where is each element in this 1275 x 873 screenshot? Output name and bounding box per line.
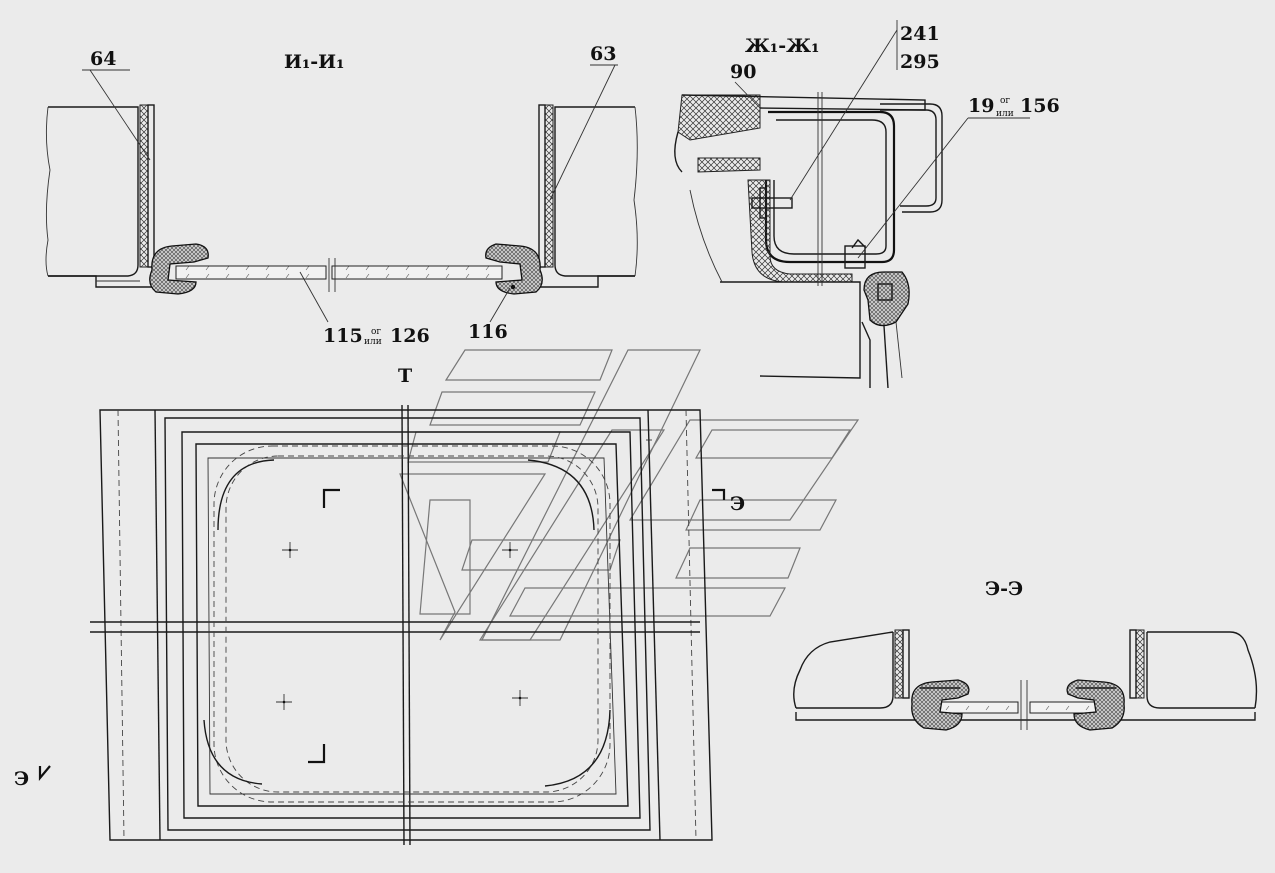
section-i1-title: И₁-И₁ bbox=[284, 51, 344, 73]
leaders-zh1 bbox=[734, 20, 1030, 259]
callout-115-og: ог bbox=[371, 327, 381, 337]
watermark-logo bbox=[399, 349, 860, 641]
section-zh1-view bbox=[674, 92, 943, 389]
leaders-i1 bbox=[82, 64, 618, 323]
cut-e-left-marker: Э bbox=[14, 768, 29, 790]
callout-90: 90 bbox=[730, 61, 756, 83]
callout-19: 19 bbox=[968, 95, 994, 117]
callout-115-ili: или bbox=[364, 337, 382, 347]
section-i1-view bbox=[45, 104, 638, 295]
section-ee-view bbox=[793, 629, 1258, 731]
callout-126: 126 bbox=[390, 325, 430, 347]
section-ee-title: Э-Э bbox=[985, 578, 1023, 600]
view-t-marker: Т bbox=[398, 365, 412, 387]
callout-19-ili: или bbox=[996, 109, 1014, 119]
callout-64: 64 bbox=[90, 48, 116, 70]
callout-241: 241 bbox=[900, 23, 940, 45]
cut-e-right-marker: Э bbox=[730, 493, 745, 515]
view-t-plan bbox=[38, 404, 726, 846]
callout-19-og: ог bbox=[1000, 96, 1010, 106]
section-zh1-title: Ж₁-Ж₁ bbox=[745, 35, 819, 57]
callout-115: 115 bbox=[323, 325, 363, 347]
callout-63: 63 bbox=[590, 43, 616, 65]
callout-116: 116 bbox=[468, 321, 508, 343]
labels: И₁-И₁ Ж₁-Ж₁ Э-Э Т Э Э 64 63 90 241 295 1… bbox=[14, 23, 1060, 790]
callout-156: 156 bbox=[1020, 95, 1060, 117]
callout-295: 295 bbox=[900, 51, 940, 73]
centre-marks bbox=[276, 542, 528, 710]
